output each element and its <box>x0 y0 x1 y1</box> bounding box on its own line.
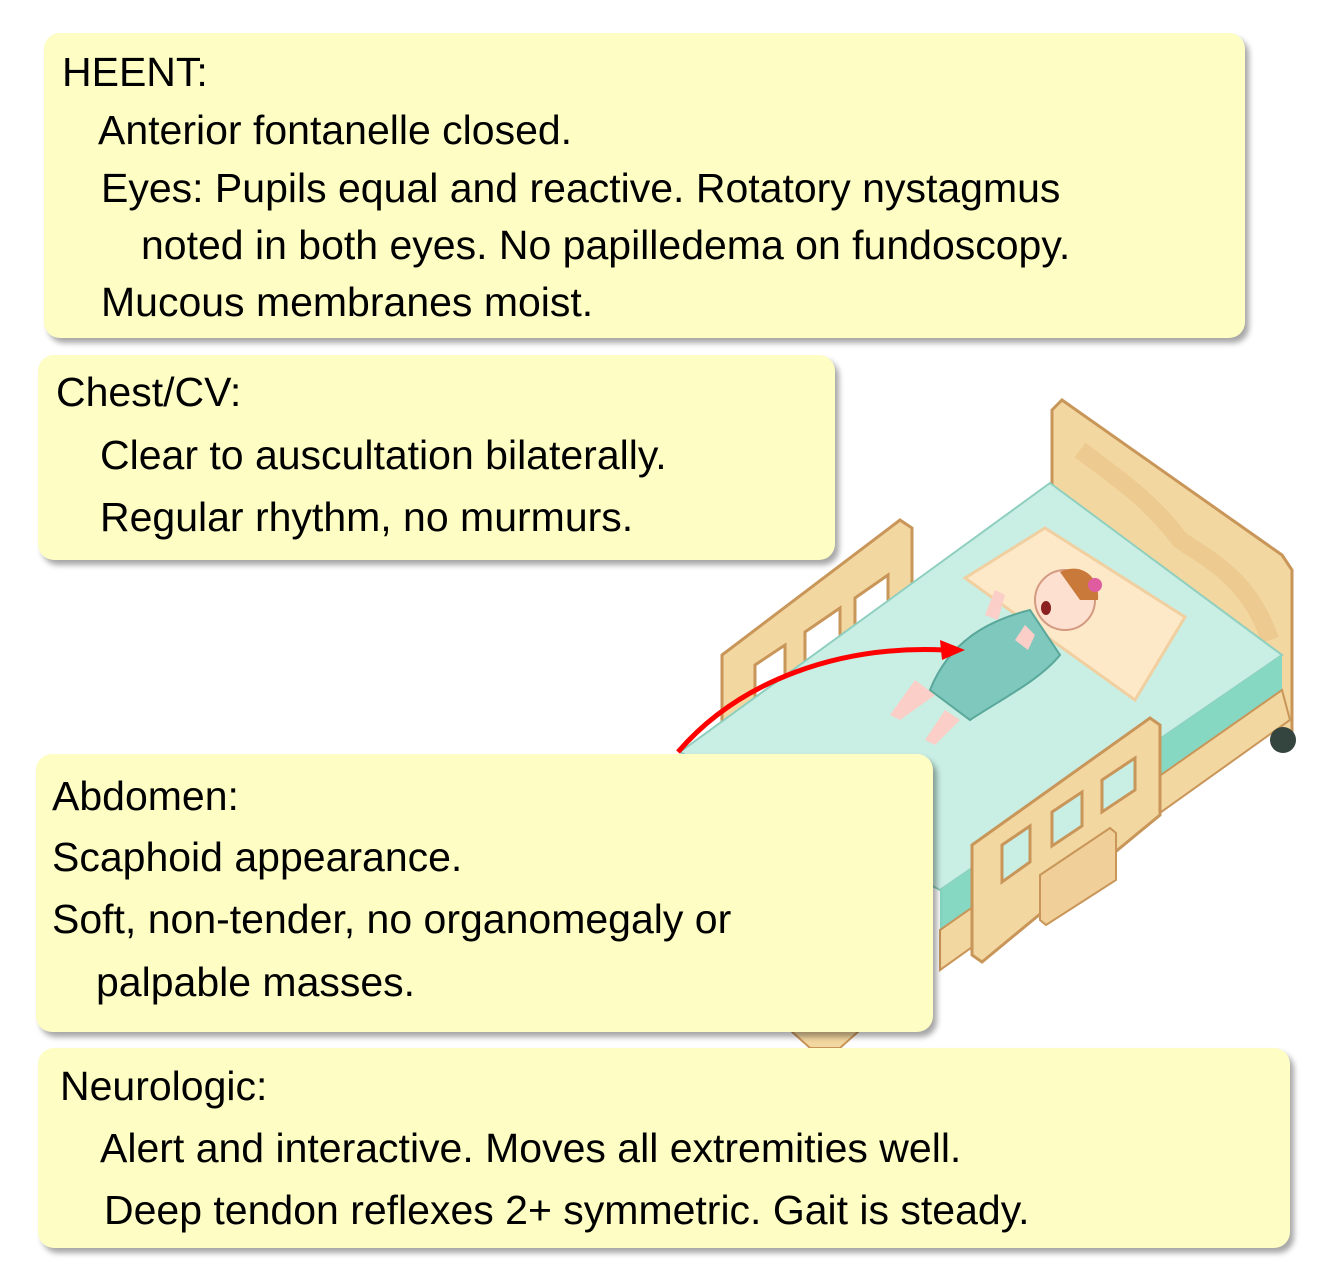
abdomen-line: palpable masses. <box>96 959 416 1005</box>
chest-cv-callout: Chest/CV: Clear to auscultation bilatera… <box>38 355 835 560</box>
neuro-line: Deep tendon reflexes 2+ symmetric. Gait … <box>104 1187 1030 1233</box>
chest-line: Clear to auscultation bilaterally. <box>100 432 667 478</box>
pointer-arrow <box>676 640 965 754</box>
neuro-title: Neurologic: <box>60 1063 268 1109</box>
chest-title: Chest/CV: <box>56 369 242 415</box>
heent-line: Mucous membranes moist. <box>101 279 594 325</box>
chest-line: Regular rhythm, no murmurs. <box>100 494 634 540</box>
heent-line: Eyes: Pupils equal and reactive. Rotator… <box>101 165 1061 211</box>
bed-wheel <box>1270 727 1296 753</box>
abdomen-callout: Abdomen: Scaphoid appearance. Soft, non-… <box>36 754 933 1032</box>
abdomen-line: Scaphoid appearance. <box>52 834 463 880</box>
heent-line: noted in both eyes. No papilledema on fu… <box>141 222 1071 268</box>
neurologic-callout: Neurologic: Alert and interactive. Moves… <box>38 1048 1290 1248</box>
abdomen-title: Abdomen: <box>52 773 239 819</box>
child-patient <box>890 568 1102 745</box>
abdomen-line: Soft, non-tender, no organomegaly or <box>52 896 732 942</box>
neuro-line: Alert and interactive. Moves all extremi… <box>100 1125 962 1171</box>
heent-callout: HEENT: Anterior fontanelle closed. Eyes:… <box>44 33 1245 338</box>
heent-line: Anterior fontanelle closed. <box>98 107 573 153</box>
heent-title: HEENT: <box>62 49 208 95</box>
